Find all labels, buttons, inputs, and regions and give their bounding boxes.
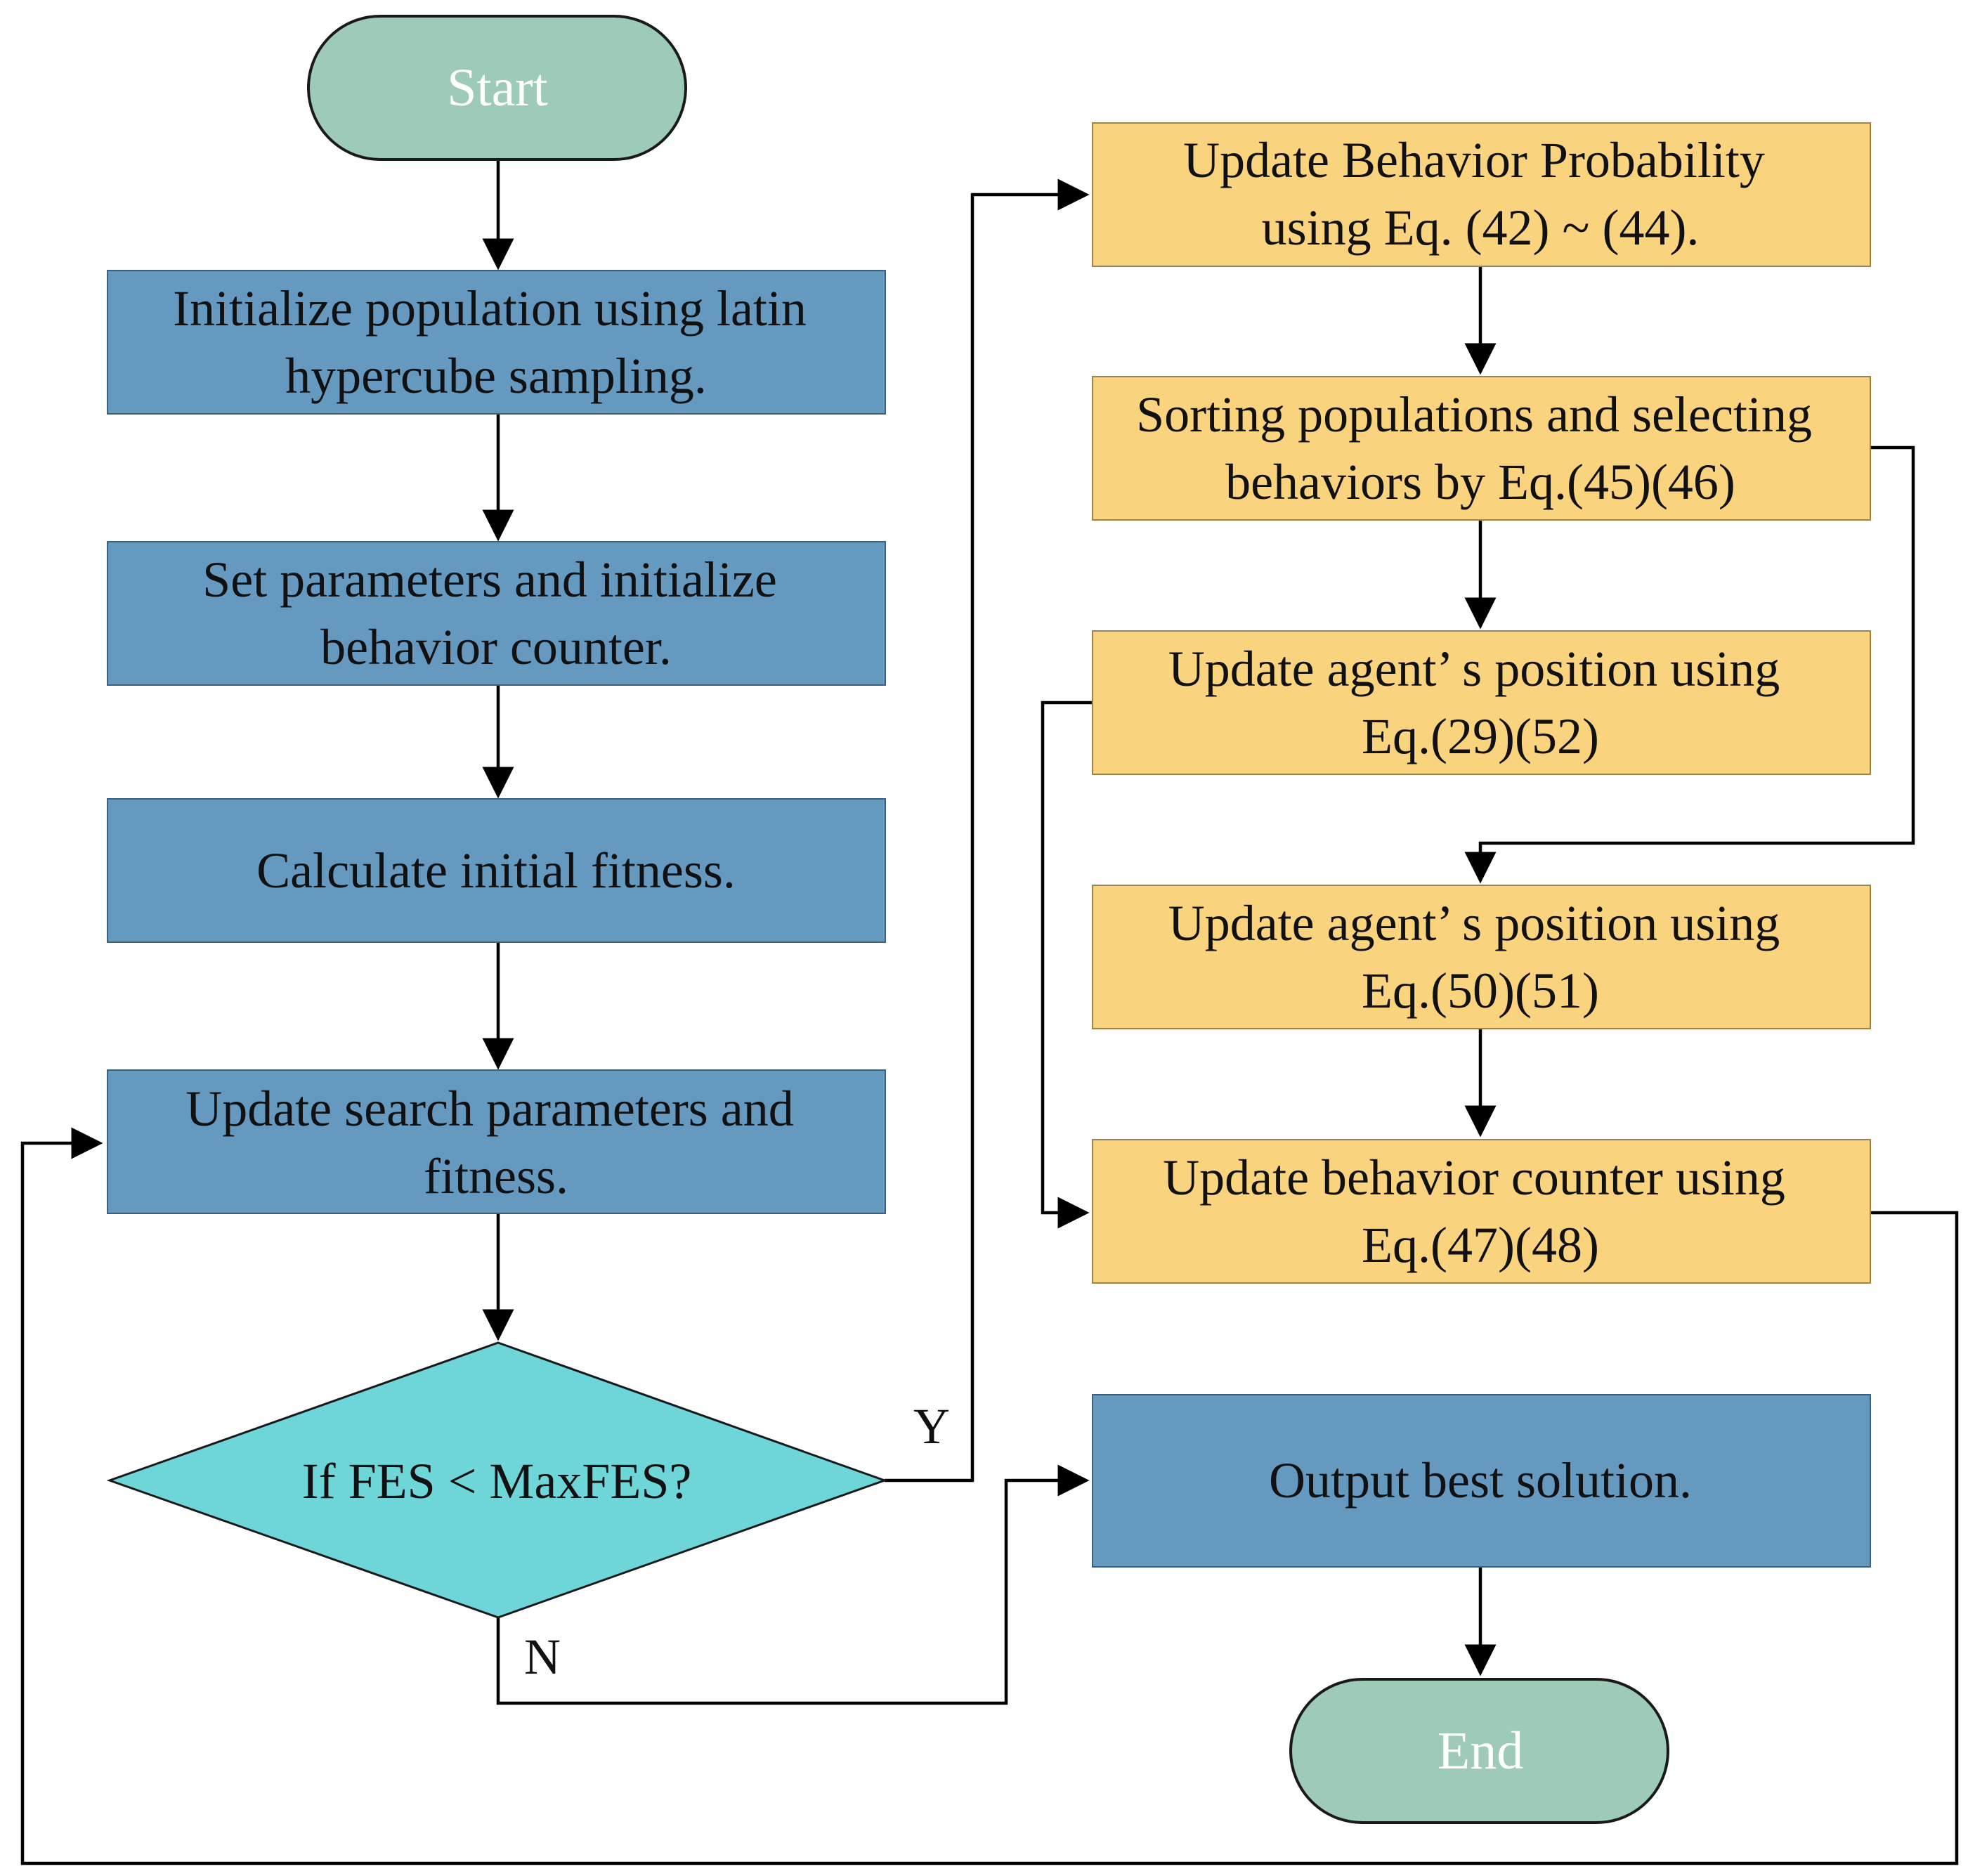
edges (20, 160, 1959, 1865)
start-label: Start (447, 58, 548, 117)
svg-text:Update agent’ s position using: Update agent’ s position using Eq.(50)(5… (1168, 895, 1793, 1019)
output-box: Output best solution. (1092, 1394, 1871, 1568)
svg-text:Sorting populations and select: Sorting populations and selecting behavi… (1136, 386, 1825, 510)
update-pos-50-51-line-1: Update agent’ s position using (1168, 895, 1780, 951)
edge-decision-no-to-output (496, 1464, 1090, 1705)
update-pos-29-52-box: Update agent’ s position using Eq.(29)(5… (1092, 630, 1871, 775)
calc-fitness-label: Calculate initial fitness. (256, 842, 736, 899)
update-counter-line-2: Eq.(47)(48) (1362, 1217, 1599, 1273)
update-counter-line-1: Update behavior counter using (1163, 1149, 1785, 1206)
update-pos-29-52-line-1: Update agent’ s position using (1168, 641, 1780, 697)
init-population-line-1: Initialize population using latin (173, 280, 807, 337)
update-counter-box: Update behavior counter using Eq.(47)(48… (1092, 1139, 1871, 1284)
init-population-line-2: hypercube sampling. (285, 348, 707, 404)
decision-diamond: If FES < MaxFES? (106, 1341, 888, 1619)
update-search-line-2: fitness. (424, 1148, 568, 1204)
no-branch-label: N (524, 1629, 561, 1685)
edge-update-pos-29-52-to-update-counter (1041, 701, 1093, 1229)
svg-text:Update behavior counter using: Update behavior counter using Eq.(47)(48… (1163, 1149, 1798, 1273)
decision-label: If FES < MaxFES? (302, 1453, 692, 1509)
calc-fitness-box: Calculate initial fitness. (107, 798, 886, 943)
start-terminal: Start (307, 15, 687, 161)
svg-text:Update agent’ s position using: Update agent’ s position using Eq.(29)(5… (1168, 641, 1793, 764)
set-parameters-line-1: Set parameters and initialize (202, 552, 777, 608)
end-label: End (1438, 1721, 1523, 1780)
end-terminal: End (1289, 1678, 1669, 1824)
update-pos-50-51-line-2: Eq.(50)(51) (1362, 963, 1599, 1019)
output-label: Output best solution. (1269, 1452, 1692, 1509)
update-search-box: Update search parameters and fitness. (107, 1069, 886, 1214)
set-parameters-line-2: behavior counter. (320, 619, 672, 675)
edge-decision-yes-to-update-prob (885, 178, 1090, 1483)
svg-text:Set parameters and initialize: Set parameters and initialize behavior c… (202, 552, 790, 675)
sorting-line-1: Sorting populations and selecting (1136, 386, 1812, 443)
init-population-box: Initialize population using latin hyperc… (107, 270, 886, 415)
edge-sorting-to-update-pos-50-51 (1464, 445, 1915, 884)
update-search-line-1: Update search parameters and (185, 1081, 794, 1137)
yes-branch-label: Y (913, 1398, 950, 1454)
edge-update-counter-loop-back-to-update-search (20, 1127, 1959, 1865)
update-prob-line-2: using Eq. (42) ~ (44). (1262, 200, 1700, 256)
update-prob-line-1: Update Behavior Probability (1183, 132, 1765, 188)
update-prob-box: Update Behavior Probability using Eq. (4… (1092, 122, 1871, 267)
set-parameters-box: Set parameters and initialize behavior c… (107, 541, 886, 686)
svg-text:Update search parameters and: Update search parameters and fitness. (185, 1081, 807, 1204)
update-pos-50-51-box: Update agent’ s position using Eq.(50)(5… (1092, 885, 1871, 1029)
svg-text:Update Behavior Probability: Update Behavior Probability using Eq. (4… (1183, 132, 1778, 256)
svg-text:Initialize population using la: Initialize population using latin hyperc… (173, 280, 819, 404)
update-pos-29-52-line-2: Eq.(29)(52) (1362, 708, 1599, 764)
sorting-line-2: behaviors by Eq.(45)(46) (1225, 454, 1735, 510)
sorting-box: Sorting populations and selecting behavi… (1092, 376, 1871, 521)
